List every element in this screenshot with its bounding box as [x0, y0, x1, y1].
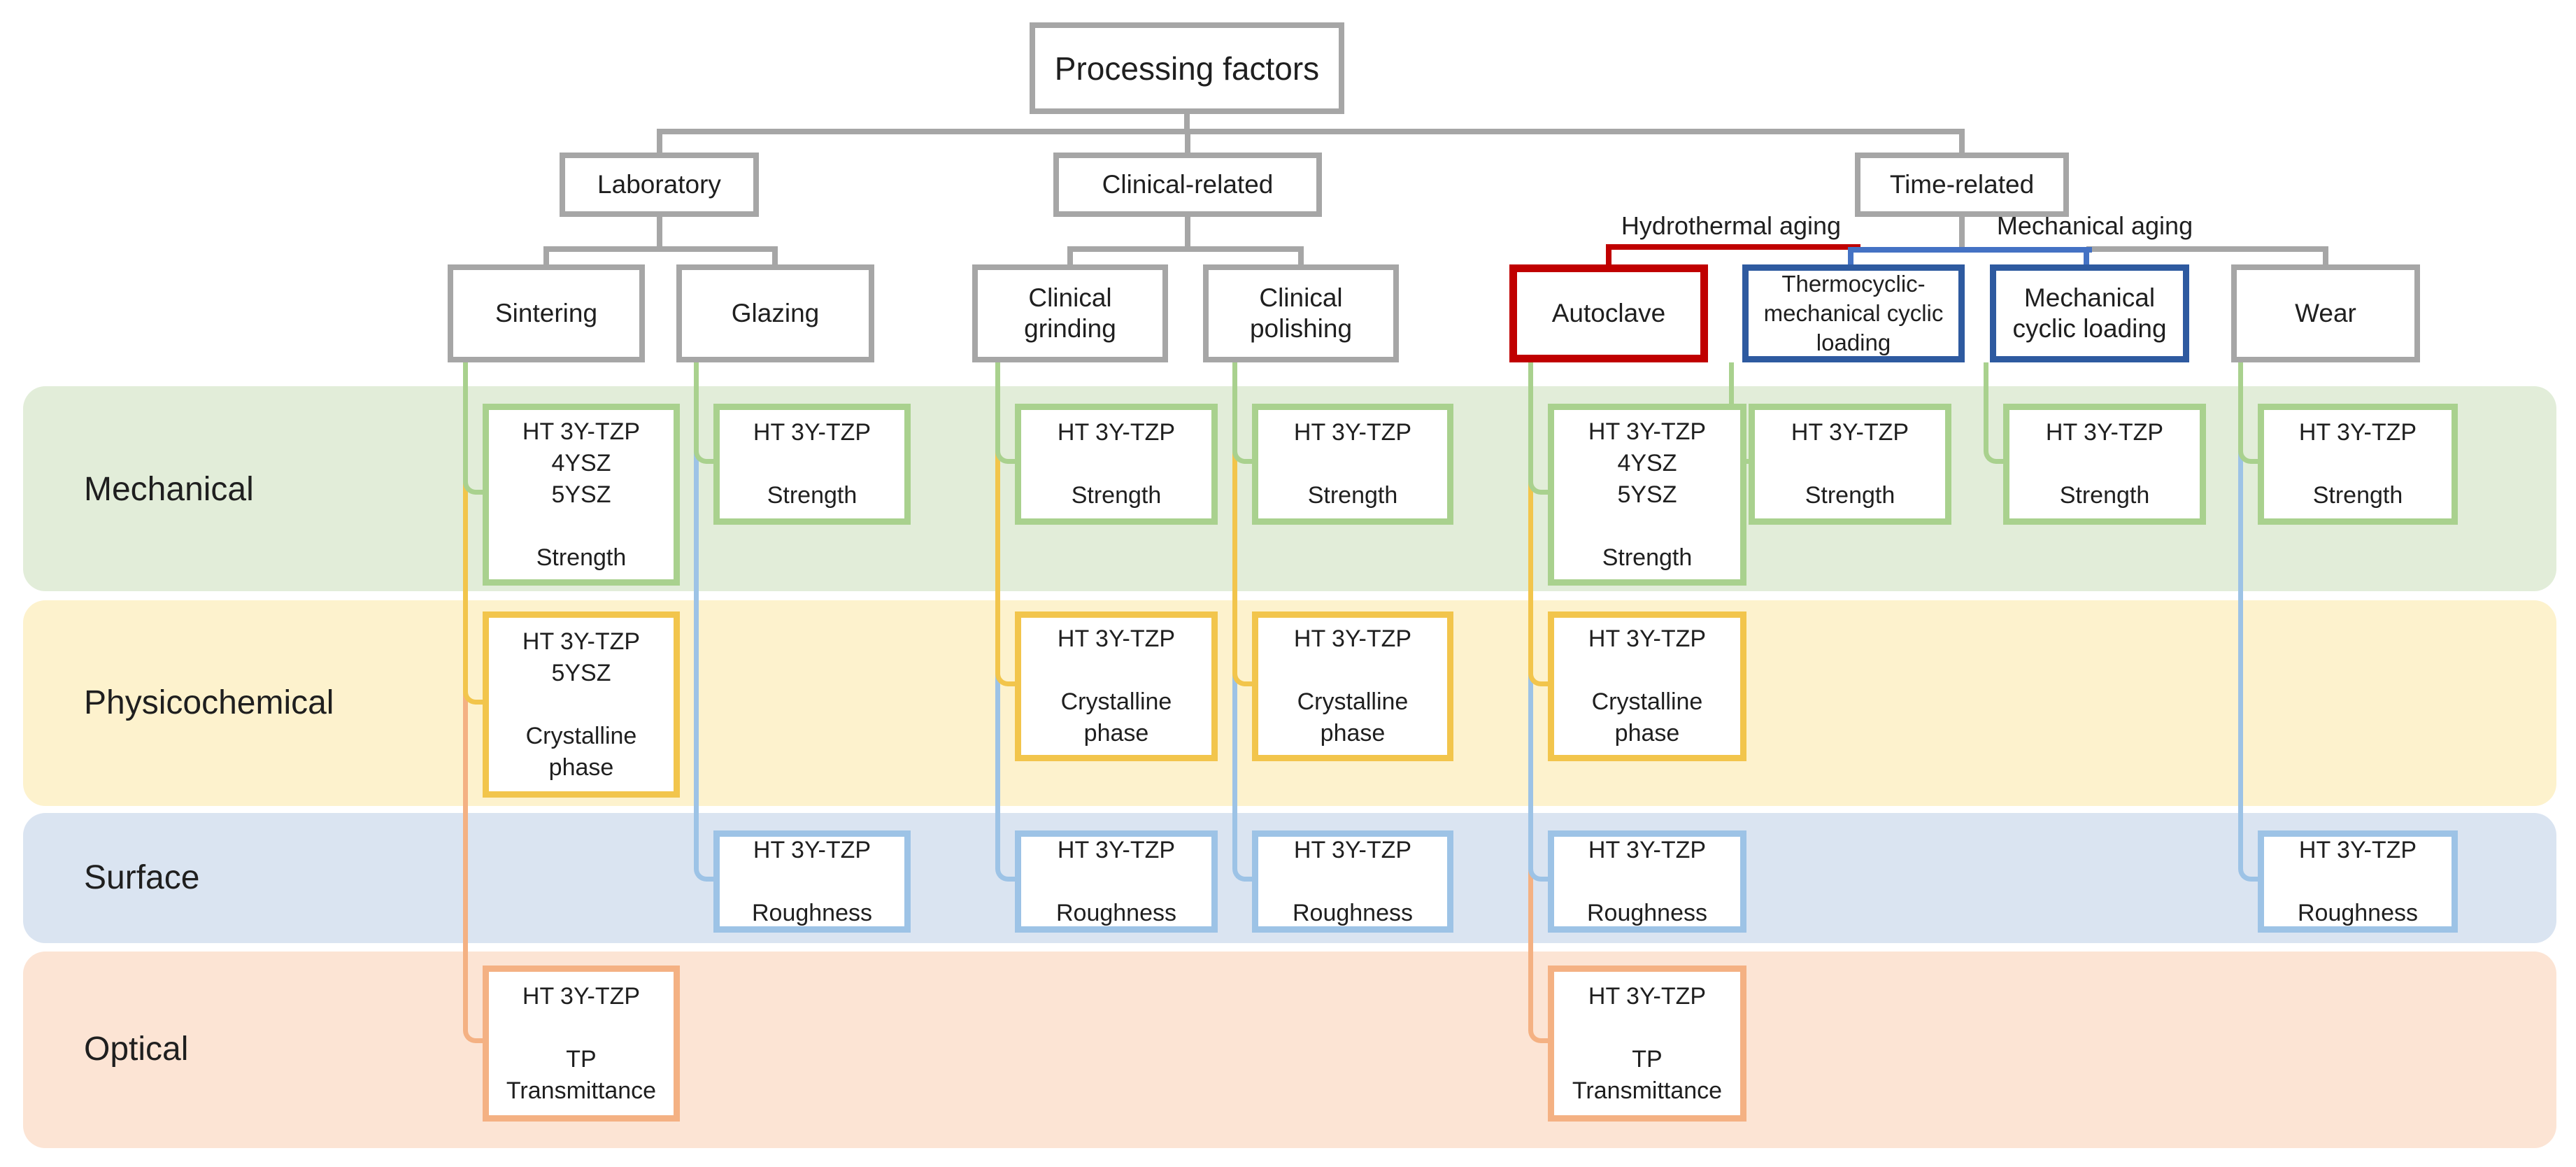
result-autoclave-optical: HT 3Y-TZP TP Transmittance	[1548, 966, 1746, 1122]
result-grinding-mechanical: HT 3Y-TZP Strength	[1015, 404, 1218, 525]
connector-sintering-stub	[543, 246, 549, 264]
connector-glazing-surface	[694, 362, 723, 882]
laboratory-box: Laboratory	[560, 153, 759, 217]
row-label-mechanical: Mechanical	[84, 471, 254, 508]
connector-time-stem	[1959, 217, 1965, 249]
result-mech-cyclic-mechanical: HT 3Y-TZP Strength	[2003, 404, 2206, 525]
connector-hydrothermal-bus	[1606, 244, 1860, 250]
autoclave-box: Autoclave	[1509, 264, 1708, 362]
connector-mech-cyclic-mechanical	[1984, 362, 2013, 464]
connector-grinding-mechanical	[995, 362, 1025, 464]
connector-autoclave-physicochemical	[1528, 362, 1558, 686]
connector-polishing-physicochemical	[1232, 362, 1262, 686]
result-glazing-mechanical: HT 3Y-TZP Strength	[713, 404, 911, 525]
connector-laboratory-bracket	[543, 246, 778, 252]
connector-time-bracket-gray	[2086, 246, 2328, 252]
connector-sintering-physicochemical	[463, 362, 492, 705]
connector-autoclave-mechanical	[1528, 362, 1558, 495]
glazing-box: Glazing	[676, 264, 874, 362]
result-grinding-physicochemical: HT 3Y-TZP Crystalline phase	[1015, 611, 1218, 761]
connector-grinding-physicochemical	[995, 362, 1025, 686]
result-sintering-mechanical: HT 3Y-TZP 4YSZ 5YSZ Strength	[483, 404, 680, 586]
result-sintering-physicochemical: HT 3Y-TZP 5YSZ Crystalline phase	[483, 611, 680, 798]
clinical-grinding-box: Clinical grinding	[972, 264, 1168, 362]
connector-laboratory-stem	[657, 217, 662, 249]
result-wear-surface: HT 3Y-TZP Roughness	[2258, 830, 2458, 933]
connector-polishing-stub	[1298, 246, 1304, 264]
thermocyclic-loading-box: Thermocyclic- mechanical cyclic loading	[1742, 264, 1965, 362]
mechanical-cyclic-loading-box: Mechanical cyclic loading	[1990, 264, 2189, 362]
time-related-box: Time-related	[1855, 153, 2069, 217]
result-wear-mechanical: HT 3Y-TZP Strength	[2258, 404, 2458, 525]
connector-polishing-mechanical	[1232, 362, 1262, 464]
result-glazing-surface: HT 3Y-TZP Roughness	[713, 830, 911, 933]
connector-clinical-stem	[1185, 217, 1190, 249]
result-autoclave-physicochemical: HT 3Y-TZP Crystalline phase	[1548, 611, 1746, 761]
connector-wear-mechanical	[2238, 362, 2268, 464]
connector-time-stub	[1959, 129, 1965, 153]
sintering-box: Sintering	[448, 264, 645, 362]
wear-box: Wear	[2231, 264, 2420, 362]
result-polishing-mechanical: HT 3Y-TZP Strength	[1252, 404, 1453, 525]
clinical-related-box: Clinical-related	[1053, 153, 1322, 217]
connector-wear-stub	[2323, 246, 2328, 264]
connector-clinical-bracket	[1067, 246, 1304, 252]
connector-grinding-stub	[1067, 246, 1073, 264]
connector-glazing-mechanical	[694, 362, 723, 464]
row-label-physicochemical: Physicochemical	[84, 684, 334, 721]
result-polishing-surface: HT 3Y-TZP Roughness	[1252, 830, 1453, 933]
result-polishing-physicochemical: HT 3Y-TZP Crystalline phase	[1252, 611, 1453, 761]
connector-wear-surface	[2238, 362, 2268, 882]
connector-sintering-mechanical	[463, 362, 492, 495]
connector-main-bus	[657, 129, 1962, 134]
connector-thermocyclic-stub	[1848, 247, 1853, 264]
connector-root-stem	[1184, 114, 1190, 134]
connector-autoclave-stub	[1606, 244, 1611, 264]
row-label-surface: Surface	[84, 859, 200, 896]
connector-mechanical-aging-bus	[1848, 247, 2092, 253]
connector-mech-cyclic-stub	[2084, 247, 2089, 264]
connector-clinical-stub	[1185, 129, 1190, 153]
result-sintering-optical: HT 3Y-TZP TP Transmittance	[483, 966, 680, 1122]
result-thermocyclic-mechanical: HT 3Y-TZP Strength	[1749, 404, 1951, 525]
hydrothermal-aging-label: Hydrothermal aging	[1621, 211, 1842, 240]
connector-sintering-optical	[463, 362, 492, 1043]
clinical-polishing-box: Clinical polishing	[1203, 264, 1399, 362]
connector-laboratory-stub	[657, 129, 662, 153]
processing-factors-box: Processing factors	[1030, 22, 1344, 114]
result-grinding-surface: HT 3Y-TZP Roughness	[1015, 830, 1218, 933]
band-optical	[23, 952, 2556, 1148]
connector-glazing-stub	[772, 246, 778, 264]
result-autoclave-mechanical: HT 3Y-TZP 4YSZ 5YSZ Strength	[1548, 404, 1746, 586]
row-label-optical: Optical	[84, 1031, 189, 1068]
result-autoclave-surface: HT 3Y-TZP Roughness	[1548, 830, 1746, 933]
